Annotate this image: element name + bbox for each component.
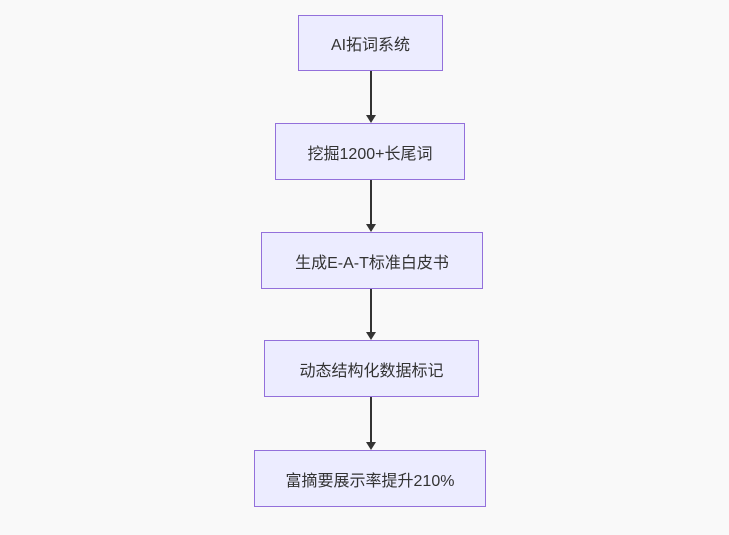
flowchart-node-eat-whitepaper: 生成E-A-T标准白皮书 (261, 232, 483, 289)
edge-arrow-1 (365, 71, 377, 123)
arrow-line (370, 71, 372, 115)
edge-arrow-3 (365, 289, 377, 340)
edge-arrow-2 (365, 180, 377, 232)
node-label: 生成E-A-T标准白皮书 (295, 254, 449, 272)
arrowhead-down-icon (366, 224, 376, 232)
arrow-line (370, 180, 372, 224)
node-label: 动态结构化数据标记 (299, 362, 444, 380)
arrow-line (370, 397, 372, 442)
edge-arrow-4 (365, 397, 377, 450)
flowchart-node-ai-word-expansion: AI拓词系统 (298, 15, 443, 71)
node-label: 挖掘1200+长尾词 (307, 145, 433, 163)
node-label: 富摘要展示率提升210% (285, 472, 455, 490)
arrowhead-down-icon (366, 332, 376, 340)
flowchart-node-structured-data: 动态结构化数据标记 (264, 340, 479, 397)
flowchart-node-rich-snippet-result: 富摘要展示率提升210% (254, 450, 486, 507)
flowchart-node-longtail-mining: 挖掘1200+长尾词 (275, 123, 465, 180)
arrow-line (370, 289, 372, 332)
node-label: AI拓词系统 (330, 37, 411, 54)
arrowhead-down-icon (366, 442, 376, 450)
arrowhead-down-icon (366, 115, 376, 123)
